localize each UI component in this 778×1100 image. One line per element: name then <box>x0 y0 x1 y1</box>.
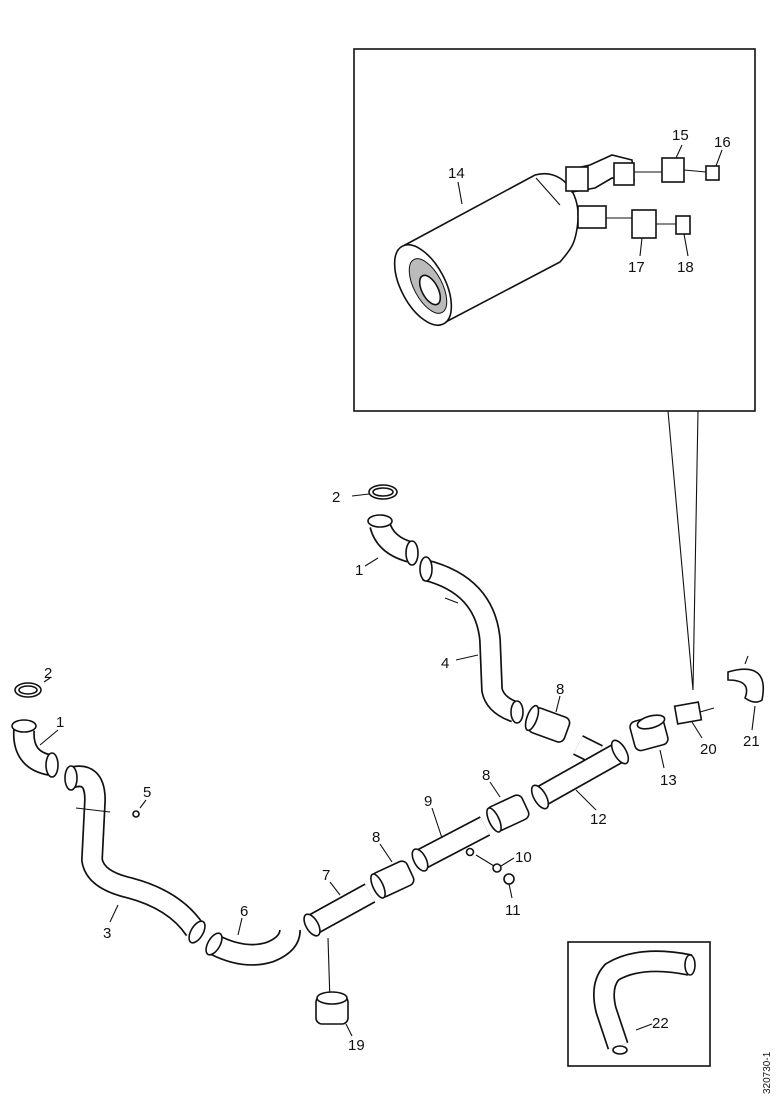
pipe-part-7 <box>303 883 376 1003</box>
sleeve-part-8-center <box>370 860 415 899</box>
callout-10: 10 <box>515 849 532 866</box>
inset-pointer <box>667 410 699 691</box>
clamp-part-15 <box>661 157 685 183</box>
clip-part-20 <box>673 701 703 725</box>
muffler-inset: 14 15 16 17 18 <box>353 48 756 691</box>
callout-2-upper: 2 <box>332 489 340 506</box>
clamp-part-17 <box>631 209 657 239</box>
right-branch <box>351 484 603 765</box>
callout-18: 18 <box>677 259 694 276</box>
sleeve-part-19 <box>315 991 349 1025</box>
leader-17 <box>639 237 643 257</box>
callout-7: 7 <box>322 867 330 884</box>
clamp-part-21 <box>727 668 764 703</box>
pipe-part-6 <box>205 929 301 966</box>
leader-15 <box>675 144 683 159</box>
sleeve-part-18 <box>675 215 691 235</box>
callout-6: 6 <box>240 903 248 920</box>
callout-2-left: 2 <box>44 665 52 682</box>
elbow-part-1-left <box>11 719 59 778</box>
callout-14: 14 <box>448 165 465 182</box>
sleeve-part-16 <box>705 165 720 181</box>
callout-4: 4 <box>441 655 449 672</box>
leader-18 <box>683 233 689 257</box>
callout-9: 9 <box>424 793 432 810</box>
callout-1-upper: 1 <box>355 562 363 579</box>
callout-17: 17 <box>628 259 645 276</box>
muffler-outlet-pipes <box>565 154 662 229</box>
callout-22: 22 <box>652 1015 669 1032</box>
leader-16 <box>715 149 723 167</box>
callout-8-upper: 8 <box>556 681 564 698</box>
muffler-part-14 <box>393 172 579 327</box>
elbow-part-1-upper <box>367 514 419 566</box>
callout-19: 19 <box>348 1037 365 1054</box>
pipe-part-3 <box>64 765 206 944</box>
leader-14 <box>457 181 463 205</box>
callout-3: 3 <box>103 925 111 942</box>
tailpipe-inset: 22 <box>567 941 711 1067</box>
tailpipe-part-22 <box>593 950 696 1055</box>
callout-8-center: 8 <box>372 829 380 846</box>
leader-22 <box>635 1023 653 1031</box>
callout-5: 5 <box>143 784 151 801</box>
callout-11: 11 <box>505 902 521 919</box>
center-run <box>303 739 630 1037</box>
callout-13: 13 <box>660 772 677 789</box>
callouts: 2 1 4 8 2 1 5 3 6 7 8 9 8 10 11 12 13 20… <box>44 489 760 1054</box>
leader-15-16 <box>683 169 707 173</box>
nut-part-11 <box>503 873 515 899</box>
pipe-part-9 <box>411 816 491 872</box>
outlet-group <box>629 655 764 769</box>
sleeve-part-13 <box>629 714 669 752</box>
left-branch <box>11 677 301 966</box>
callout-21: 21 <box>743 733 760 750</box>
drawing-number: 320730-1 <box>762 1051 773 1094</box>
pipe-part-4 <box>419 556 524 724</box>
callout-20: 20 <box>700 741 717 758</box>
pipe-part-12 <box>530 739 630 810</box>
bolt-part-10 <box>475 854 515 873</box>
callout-1-left: 1 <box>56 714 64 731</box>
sleeve-part-8-upper <box>524 704 571 743</box>
callout-8-right: 8 <box>482 767 490 784</box>
callout-16: 16 <box>714 134 731 151</box>
sleeve-part-8-right <box>486 794 530 833</box>
callout-12: 12 <box>590 811 607 828</box>
callout-15: 15 <box>672 127 689 144</box>
